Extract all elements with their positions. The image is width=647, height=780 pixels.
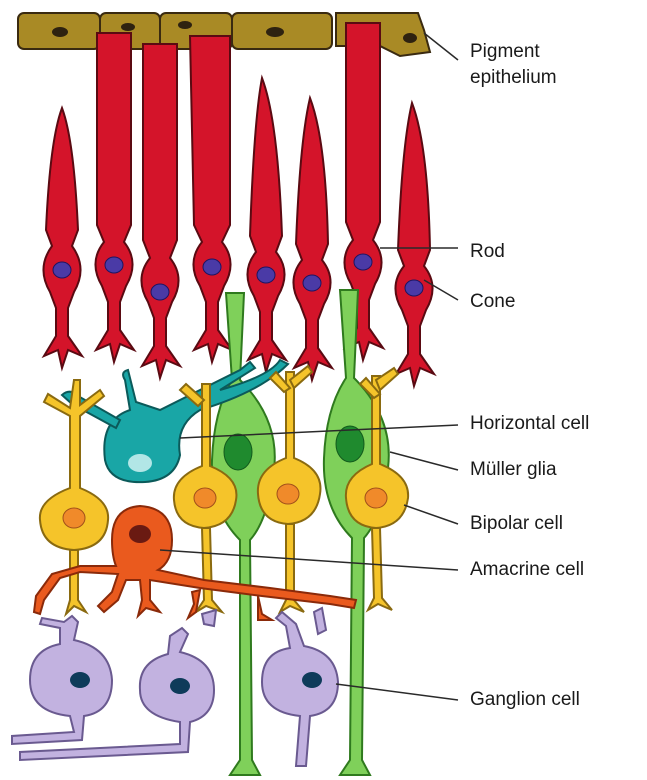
label-pigment-line2: epithelium [470,66,557,90]
label-pigment-line1: Pigment [470,40,540,64]
label-muller-glia: Müller glia [470,458,557,482]
horizontal-nucleus [128,454,152,472]
label-cone: Cone [470,290,515,314]
leader-muller [390,452,458,470]
label-amacrine-cell: Amacrine cell [470,558,584,582]
label-ganglion-cell: Ganglion cell [470,688,580,712]
label-horizontal-cell: Horizontal cell [470,412,589,436]
amacrine-nucleus [129,525,151,543]
label-bipolar-cell: Bipolar cell [470,512,563,536]
leader-bipolar [404,505,458,524]
label-rod: Rod [470,240,505,264]
